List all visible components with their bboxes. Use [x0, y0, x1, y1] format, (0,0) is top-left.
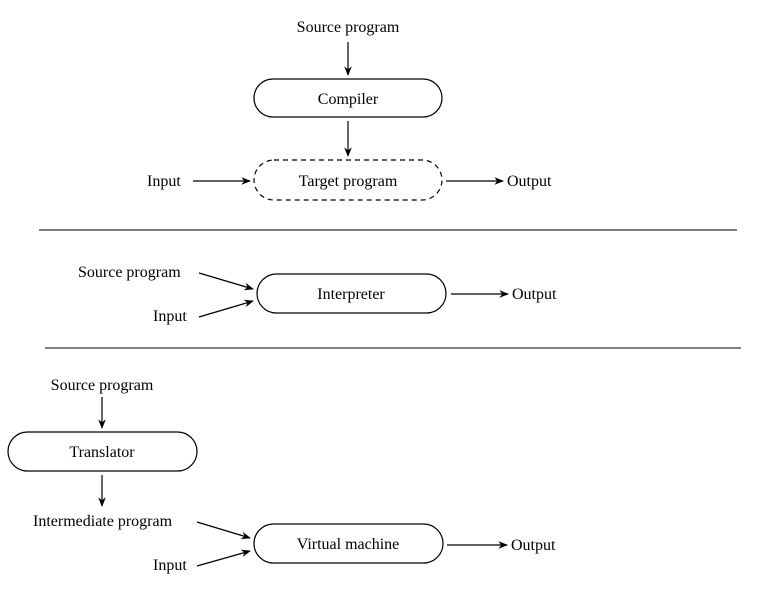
interpreter-section: Source program Input Interpreter Output [78, 264, 557, 325]
compiler-section: Source program Compiler Input Target pro… [147, 19, 552, 201]
target-program-label: Target program [299, 173, 398, 190]
input-to-vm-arrow [196, 549, 251, 567]
input-to-interpreter-arrow [198, 299, 254, 318]
vm-output-label: Output [511, 537, 556, 554]
compiler-box [253, 78, 443, 118]
interpreter-box [256, 273, 447, 314]
vm-input-label: Input [153, 557, 187, 574]
interpreter-output-label: Output [512, 286, 557, 303]
vm-section: Source program Translator Intermediate p… [7, 377, 556, 574]
translator-box [7, 431, 198, 472]
virtual-machine-label: Virtual machine [297, 536, 400, 553]
interpreter-label: Interpreter [317, 286, 385, 303]
intermediate-program-label: Intermediate program [33, 513, 173, 530]
virtual-machine-box [253, 523, 444, 564]
interpreter-input-label: Input [153, 308, 187, 325]
vm-source-label: Source program [51, 377, 154, 394]
compiler-output-label: Output [507, 173, 552, 190]
translator-label: Translator [69, 444, 135, 461]
interpreter-source-label: Source program [78, 264, 181, 281]
compiler-source-label: Source program [297, 19, 400, 36]
intermediate-to-vm-arrow [196, 521, 251, 540]
compiler-label: Compiler [318, 91, 379, 108]
source-to-interpreter-arrow [198, 272, 254, 291]
compiler-input-label: Input [147, 173, 181, 190]
target-program-box [253, 159, 443, 201]
